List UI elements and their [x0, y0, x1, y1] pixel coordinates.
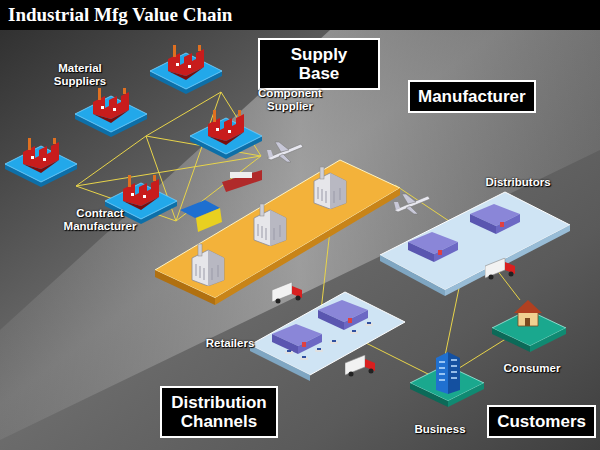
section-label-text: Distribution Channels — [170, 393, 268, 431]
diagram-title: Industrial Mfg Value Chain — [8, 4, 232, 26]
transport — [180, 142, 515, 377]
customer-tiles — [410, 300, 566, 407]
stage-label: Contract Manufacturer — [55, 207, 145, 232]
stage-label: Business — [405, 423, 475, 436]
stage-label: Retailers — [195, 337, 265, 350]
stage-label: Component Supplier — [245, 87, 335, 112]
section-label-text: Supply Base — [268, 45, 370, 83]
distributors-platform — [380, 192, 570, 296]
section-label-box: Manufacturer — [408, 80, 536, 113]
section-label-box: Supply Base — [258, 38, 380, 90]
manufacturer-platform — [155, 160, 400, 305]
stage-label: Consumer — [497, 362, 567, 375]
section-label-text: Manufacturer — [418, 87, 526, 106]
retailers-platform — [250, 292, 405, 381]
stage-label: Distributors — [473, 176, 563, 189]
supplier-factories — [5, 41, 262, 224]
section-label-text: Customers — [497, 412, 586, 431]
section-label-box: Customers — [487, 405, 596, 438]
stage-label: Material Suppliers — [40, 62, 120, 87]
section-label-box: Distribution Channels — [160, 386, 278, 438]
